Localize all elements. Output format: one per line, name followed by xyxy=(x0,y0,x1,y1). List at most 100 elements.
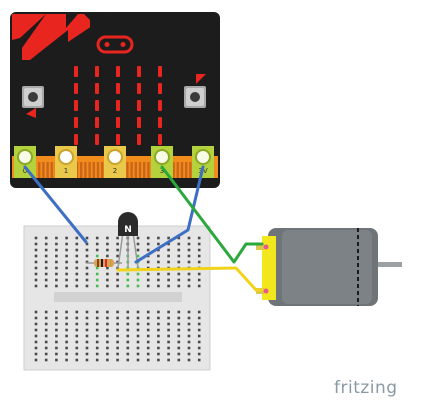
breadboard-hole xyxy=(75,316,79,320)
motor-terminal-dot xyxy=(263,244,269,250)
breadboard-hole xyxy=(44,278,48,282)
breadboard-hole xyxy=(85,236,89,240)
pin-label-1: 1 xyxy=(64,167,68,175)
breadboard-hole xyxy=(85,358,89,362)
breadboard-hole xyxy=(157,316,160,320)
led-pixel xyxy=(158,117,162,128)
breadboard-hole xyxy=(106,358,109,362)
breadboard-hole xyxy=(116,358,119,362)
breadboard-hole xyxy=(44,236,48,240)
breadboard-hole xyxy=(146,310,150,314)
edge-finger xyxy=(38,162,41,178)
edge-finger xyxy=(126,162,129,178)
breadboard-hole xyxy=(126,284,130,288)
breadboard-hole xyxy=(34,254,38,258)
breadboard-hole xyxy=(177,236,181,240)
led-pixel xyxy=(158,83,162,94)
breadboard-hole xyxy=(187,316,191,320)
edge-finger xyxy=(46,162,49,178)
breadboard-hole xyxy=(187,254,191,258)
breadboard-hole xyxy=(55,272,58,276)
breadboard-hole xyxy=(126,352,130,356)
breadboard-hole xyxy=(85,340,89,344)
breadboard-hole xyxy=(65,322,68,326)
edge-finger xyxy=(185,162,188,178)
breadboard-hole xyxy=(75,310,79,314)
breadboard-hole xyxy=(44,358,48,362)
breadboard-hole xyxy=(146,272,150,276)
edge-finger xyxy=(80,162,83,178)
breadboard-hole xyxy=(167,340,170,344)
breadboard-hole xyxy=(65,272,68,276)
breadboard-hole xyxy=(116,254,119,258)
breadboard-hole xyxy=(106,266,109,270)
breadboard-hole xyxy=(197,272,201,276)
button-b[interactable] xyxy=(184,86,206,108)
breadboard-hole xyxy=(126,358,130,362)
breadboard-hole xyxy=(126,322,130,326)
breadboard-hole xyxy=(146,236,150,240)
breadboard-hole xyxy=(146,358,150,362)
breadboard-hole xyxy=(177,334,181,338)
led-pixel xyxy=(137,66,141,77)
breadboard-hole xyxy=(177,358,181,362)
transistor-label: N xyxy=(124,225,132,235)
breadboard-hole xyxy=(197,236,201,240)
wire-blue-3v xyxy=(134,165,205,264)
breadboard-hole xyxy=(146,322,150,326)
breadboard-hole xyxy=(34,340,38,344)
breadboard-hole xyxy=(116,352,119,356)
breadboard-hole xyxy=(157,248,160,252)
breadboard-hole xyxy=(167,254,170,258)
breadboard-hole xyxy=(167,248,170,252)
breadboard-hole xyxy=(116,322,119,326)
edge-finger xyxy=(176,162,179,178)
motor-terminal-dot xyxy=(263,288,269,294)
breadboard-hole xyxy=(55,334,58,338)
breadboard-hole xyxy=(75,358,79,362)
breadboard-hole xyxy=(106,272,109,276)
breadboard-hole xyxy=(177,352,181,356)
breadboard-hole xyxy=(34,352,38,356)
breadboard-hole xyxy=(95,310,99,314)
breadboard-hole xyxy=(55,358,58,362)
breadboard-hole xyxy=(177,310,181,314)
motor-end-cap xyxy=(262,236,276,300)
breadboard-hole xyxy=(167,242,170,246)
breadboard-hole xyxy=(55,236,58,240)
breadboard-hole xyxy=(95,316,99,320)
breadboard-hole xyxy=(55,346,58,350)
breadboard-hole xyxy=(85,316,89,320)
led-pixel xyxy=(158,66,162,77)
breadboard-hole xyxy=(187,334,191,338)
breadboard-hole xyxy=(146,242,150,246)
breadboard-hole xyxy=(75,254,79,258)
breadboard-hole xyxy=(85,346,89,350)
breadboard-hole xyxy=(146,316,150,320)
led-pixel xyxy=(116,66,120,77)
breadboard-hole xyxy=(106,242,109,246)
led-pixel xyxy=(116,117,120,128)
led-pixel xyxy=(74,66,78,77)
breadboard-hole xyxy=(106,310,109,314)
breadboard-hole xyxy=(95,266,99,270)
breadboard-hole xyxy=(167,260,170,264)
breadboard-hole xyxy=(55,322,58,326)
breadboard-hole xyxy=(75,248,79,252)
breadboard-hole xyxy=(44,340,48,344)
breadboard-hole xyxy=(44,260,48,264)
breadboard-hole xyxy=(95,254,99,258)
breadboard-hole xyxy=(136,322,140,326)
breadboard-hole xyxy=(157,254,160,258)
breadboard-hole xyxy=(187,284,191,288)
breadboard-hole xyxy=(197,328,201,332)
breadboard-hole xyxy=(157,310,160,314)
breadboard-hole xyxy=(95,242,99,246)
breadboard-hole xyxy=(177,260,181,264)
led-pixel xyxy=(74,83,78,94)
led-pixel xyxy=(137,117,141,128)
led-pixel xyxy=(95,117,99,128)
led-pixel xyxy=(137,134,141,145)
breadboard-hole xyxy=(95,284,99,288)
button-a[interactable] xyxy=(22,86,44,108)
